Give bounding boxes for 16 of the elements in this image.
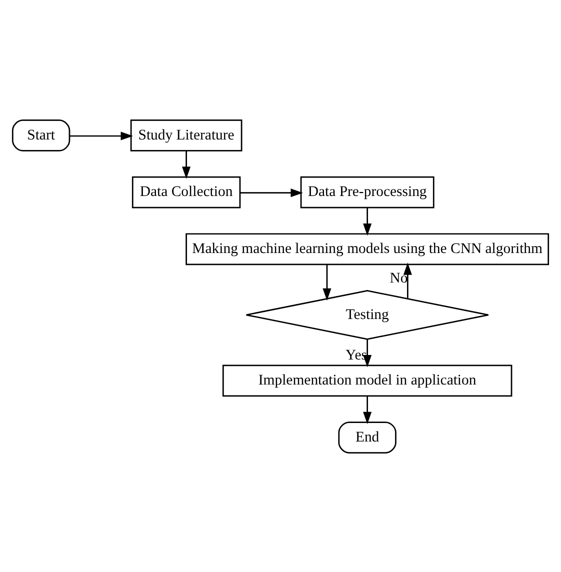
arrow: [363, 396, 372, 424]
arrow: [322, 264, 332, 300]
node-box: Making machine learning models using the CNN algorithm: [186, 232, 550, 265]
arrow: [70, 131, 133, 140]
edge-label: No: [390, 270, 408, 286]
node-box: End: [338, 421, 396, 453]
node-diamond: Testing: [246, 290, 490, 340]
node-box: Data Pre-processing: [300, 176, 434, 208]
arrow: [403, 262, 412, 298]
node-box: Study Literature: [130, 119, 242, 151]
node-box: Implementation model in application: [222, 364, 512, 396]
node-box: Data Collection: [132, 176, 241, 208]
arrow: [182, 150, 191, 178]
arrow: [240, 188, 303, 197]
arrow: [363, 207, 372, 236]
node-box: Start: [12, 119, 70, 151]
